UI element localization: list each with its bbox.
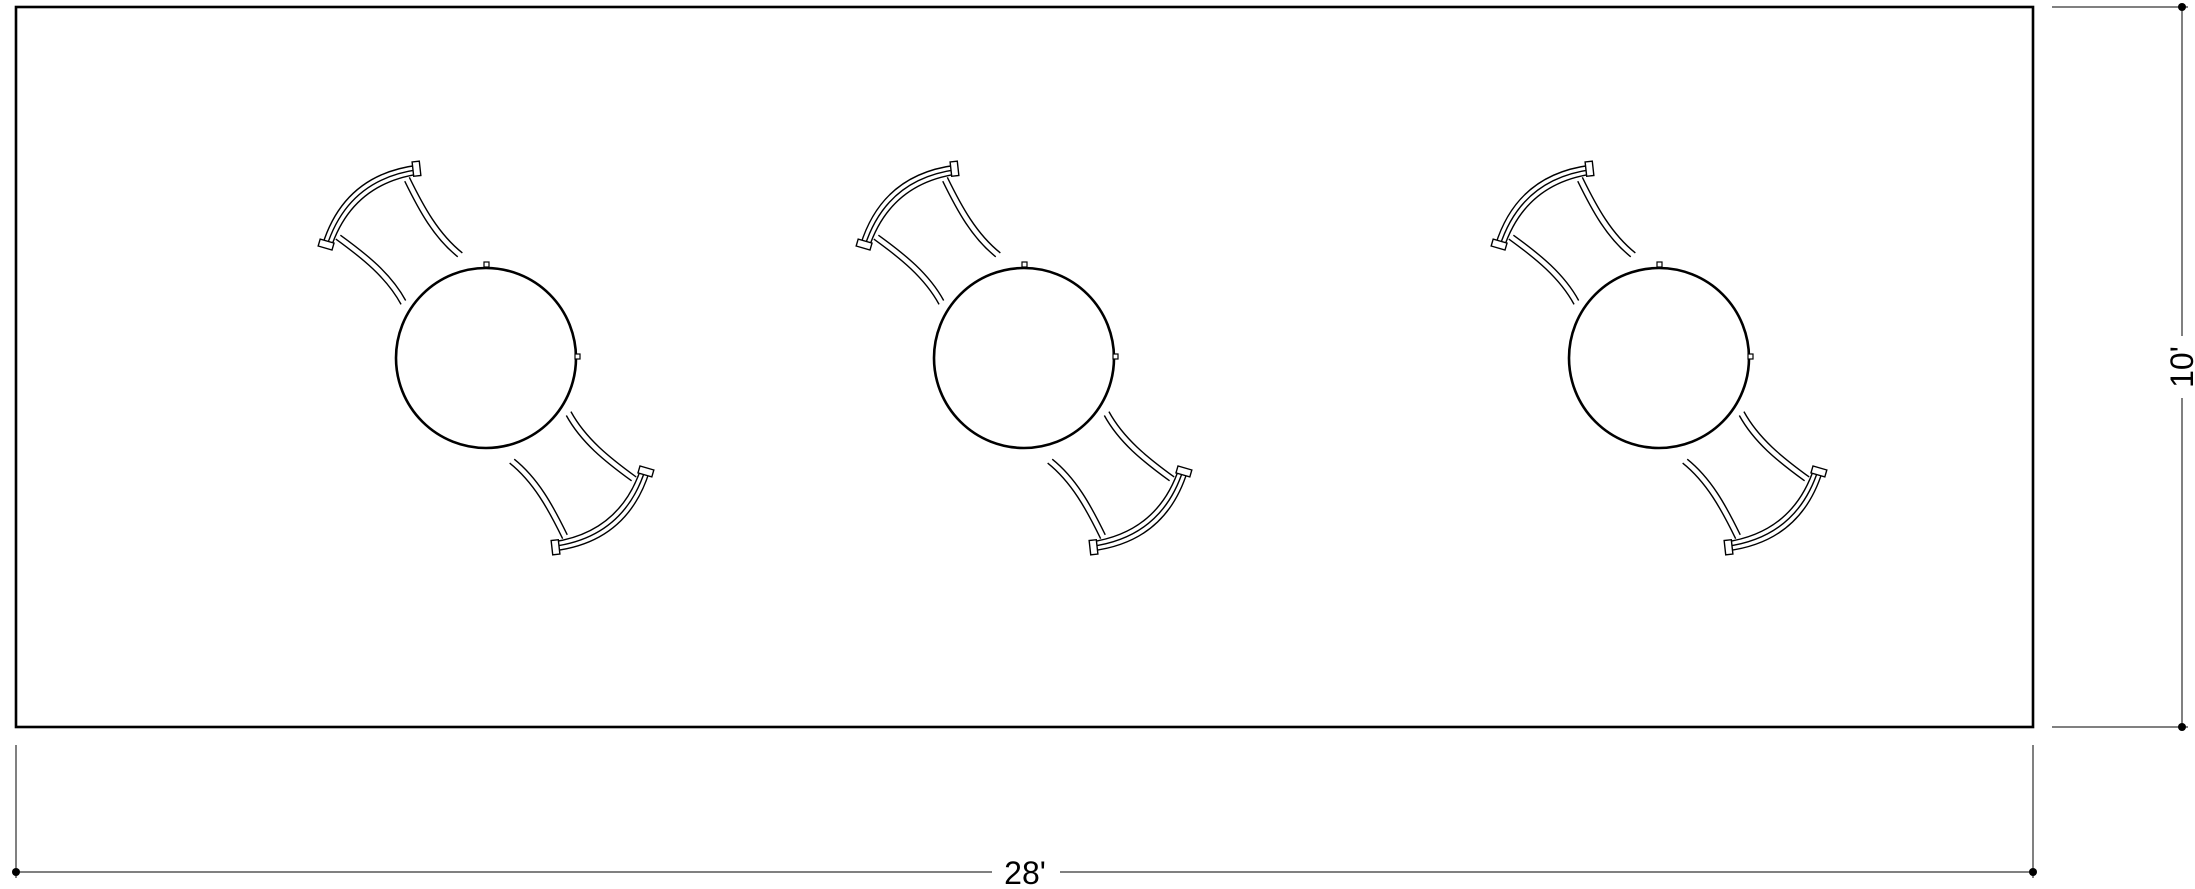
round-table-icon [1567,266,1751,450]
width-dimension-label: 28' [1004,855,1046,889]
chair-icon [1490,160,1636,305]
chair-icon [1682,411,1828,556]
width-dimension-endpoint-left [12,868,20,876]
chair-icon [855,160,1001,305]
height-dimension: 10' [2052,3,2195,731]
table-marker [1112,353,1119,360]
table-marker [1656,261,1663,268]
chair-icon [317,160,463,305]
height-dimension-endpoint-top [2178,3,2186,11]
height-dimension-label: 10' [2164,346,2195,388]
round-table-icon [932,266,1116,450]
chair-icon [509,411,655,556]
table-marker [483,261,490,268]
table-set [1490,160,1828,556]
table-marker [1747,353,1754,360]
furniture-layout [317,160,1828,556]
chair-icon [1047,411,1193,556]
round-table-icon [394,266,578,450]
height-dimension-endpoint-bottom [2178,723,2186,731]
table-set [317,160,655,556]
table-set [855,160,1193,556]
width-dimension: 28' [12,745,2037,889]
table-marker [1021,261,1028,268]
table-marker [574,353,581,360]
width-dimension-endpoint-right [2029,868,2037,876]
